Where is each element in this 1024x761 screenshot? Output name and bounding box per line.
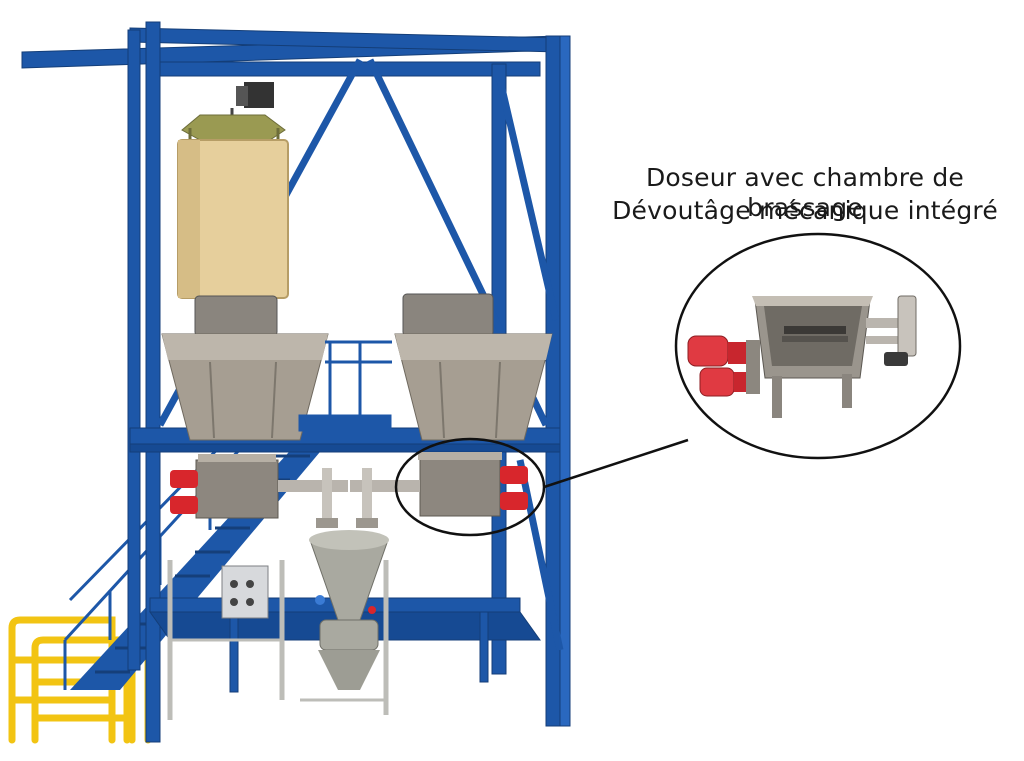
detail-zoom-circle [674, 232, 962, 460]
walkway-handrail [298, 340, 392, 432]
support-legs [167, 560, 389, 720]
control-panel [221, 565, 269, 619]
feeder-left [170, 454, 348, 519]
process-piping [316, 468, 378, 528]
feeder-right [350, 452, 528, 517]
big-bag [177, 139, 289, 299]
bag-hoist [181, 82, 286, 150]
callout-title-line-1: Doseur avec chambre de brassage [645, 163, 965, 222]
hopper-left [161, 295, 329, 441]
leader-line [543, 438, 689, 489]
callout-title-line-2: Dévoutâge mécanique intégré [612, 196, 998, 225]
hopper-right [394, 293, 553, 441]
conveying-vessel [309, 530, 389, 690]
